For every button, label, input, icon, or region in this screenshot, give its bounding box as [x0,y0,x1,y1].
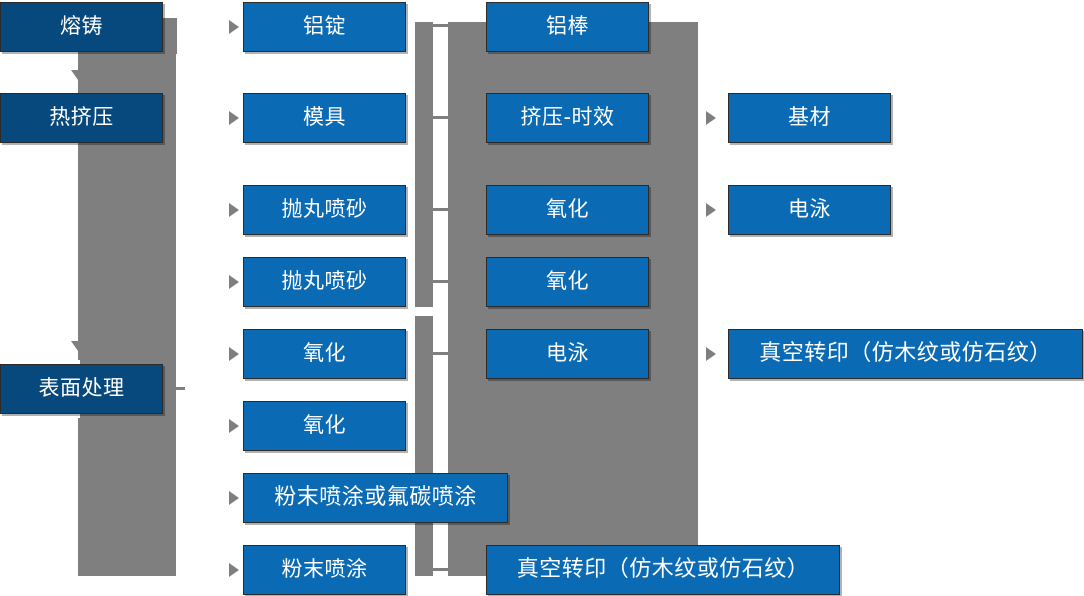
node-step2-electrophoresis[interactable]: 电泳 [486,329,649,379]
node-step2-aluminum-bar[interactable]: 铝棒 [486,2,649,52]
node-step2-oxidation-1[interactable]: 氧化 [486,185,649,235]
node-step1-powder-coating[interactable]: 粉末喷涂 [243,545,406,595]
node-step1-shot-blasting-2[interactable]: 抛丸喷砂 [243,257,406,307]
node-label: 表面处理 [38,376,125,401]
arrow-down-to-surface-treatment [71,341,85,351]
node-step2-vacuum-transfer-printing[interactable]: 真空转印（仿木纹或仿石纹） [486,545,840,595]
connector-tie-row-6 [433,568,448,571]
node-step3-electrophoresis[interactable]: 电泳 [728,185,891,235]
connector-tie-row-3 [433,208,448,211]
arrow-right-to-substrate [706,111,716,125]
node-label: 氧化 [546,197,589,222]
node-step2-oxidation-2[interactable]: 氧化 [486,257,649,307]
connector-tie-row-1 [433,24,448,27]
node-stage-hot-extrusion[interactable]: 热挤压 [0,93,163,143]
arrow-right-to-powder-fluorocarbon [229,491,239,505]
node-label: 抛丸喷砂 [281,197,368,222]
node-label: 电泳 [546,341,589,366]
arrow-right-to-ingot [229,20,239,34]
node-label: 电泳 [788,197,831,222]
arrow-right-to-electrophoresis [706,203,716,217]
node-label: 氧化 [303,413,346,438]
node-step1-ingot[interactable]: 铝锭 [243,2,406,52]
node-label: 真空转印（仿木纹或仿石纹） [759,340,1052,366]
node-label: 氧化 [303,341,346,366]
node-step1-oxidation-1[interactable]: 氧化 [243,329,406,379]
arrow-right-to-blast-2 [229,275,239,289]
node-step3-substrate[interactable]: 基材 [728,93,891,143]
arrow-right-to-oxidize-1 [229,347,239,361]
arrow-right-to-vacuum-transfer [706,347,716,361]
node-stage-casting[interactable]: 熔铸 [0,2,163,52]
node-step3-vacuum-transfer-printing[interactable]: 真空转印（仿木纹或仿石纹） [728,329,1083,379]
node-label: 粉末喷涂或氟碳喷涂 [274,484,477,510]
node-label: 模具 [303,105,346,130]
connector-rail-slot [433,26,448,576]
arrow-right-to-blast-1 [229,203,239,217]
node-label: 熔铸 [60,14,103,39]
connector-rail-left-upper [415,22,433,307]
connector-rail-left-lower [415,316,433,576]
node-step1-powder-or-fluorocarbon-coating[interactable]: 粉末喷涂或氟碳喷涂 [243,473,508,523]
arrow-right-to-powder-coating [229,563,239,577]
node-label: 铝锭 [303,14,346,39]
arrow-down-to-hot-extrusion [71,70,85,80]
node-label: 铝棒 [546,14,589,39]
node-step1-die[interactable]: 模具 [243,93,406,143]
arrow-right-to-oxidize-2 [229,419,239,433]
node-step1-shot-blasting-1[interactable]: 抛丸喷砂 [243,185,406,235]
connector-tie-row-2 [433,116,448,119]
node-label: 挤压-时效 [520,105,615,130]
node-label: 粉末喷涂 [281,557,368,582]
node-label: 氧化 [546,269,589,294]
node-step2-extrusion-aging[interactable]: 挤压-时效 [486,93,649,143]
node-stage-surface-treatment[interactable]: 表面处理 [0,364,163,414]
node-step1-oxidation-2[interactable]: 氧化 [243,401,406,451]
connector-tie-row-5 [433,352,448,355]
node-label: 热挤压 [49,105,114,130]
connector-stage-surface-stub [163,387,185,390]
node-label: 抛丸喷砂 [281,269,368,294]
node-label: 基材 [788,105,831,130]
node-label: 真空转印（仿木纹或仿石纹） [516,556,810,582]
arrow-right-to-die [229,111,239,125]
connector-tie-row-4 [433,280,448,283]
